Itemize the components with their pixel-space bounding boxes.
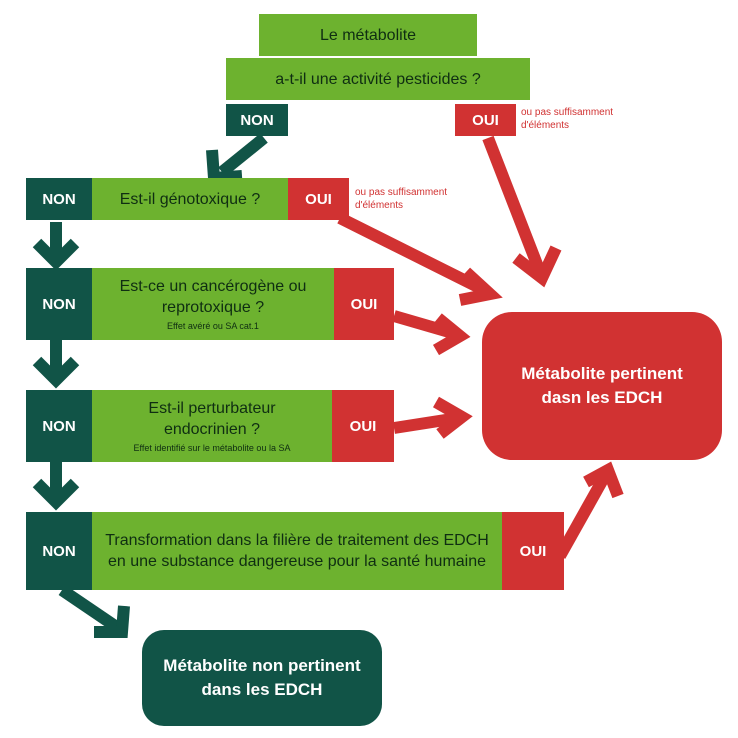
- non-arrow-2: [32, 340, 80, 389]
- non-arrow-final: [58, 585, 130, 638]
- metabolite-title-box: Le métabolite: [259, 14, 477, 56]
- step4-oui-box: OUI: [502, 512, 564, 590]
- top-oui-box: OUI: [455, 104, 516, 136]
- oui-arrow-1: [337, 212, 503, 306]
- result-non-pertinent: Métabolite non pertinent dans les EDCH: [142, 630, 382, 726]
- oui-arrow-top: [482, 135, 562, 288]
- step1-question-box: Est-il génotoxique ?: [92, 178, 288, 220]
- step2-note: Effet avéré ou SA cat.1: [167, 321, 259, 331]
- step4-question-box: Transformation dans la filière de traite…: [92, 512, 502, 590]
- top-non-box: NON: [226, 104, 288, 136]
- step3-note: Effet identifié sur le métabolite ou la …: [133, 443, 291, 453]
- step3-question-box: Est-il perturbateur endocrinien ? Effet …: [92, 390, 332, 462]
- pesticide-question-box: a-t-il une activité pesticides ?: [226, 58, 530, 100]
- step2-non-box: NON: [26, 268, 92, 340]
- step1-non-box: NON: [26, 178, 92, 220]
- step1-oui-caption: ou pas suffisamment d'éléments: [355, 187, 448, 211]
- step3-oui-box: OUI: [332, 390, 394, 462]
- step1-question: Est-il génotoxique ?: [119, 190, 261, 208]
- result-pertinent: Métabolite pertinent dasn les EDCH: [482, 312, 722, 460]
- step2-question-box: Est-ce un cancérogène ou reprotoxique ? …: [92, 268, 334, 340]
- top-oui-caption: ou pas suffisamment d'éléments: [521, 107, 614, 131]
- non-arrow-1: [32, 222, 80, 271]
- step1-oui-box: OUI: [288, 178, 349, 220]
- step3-question: Est-il perturbateur endocrinien ?: [148, 400, 276, 438]
- pesticide-question: a-t-il une activité pesticides ?: [275, 70, 481, 88]
- step2-oui-box: OUI: [334, 268, 394, 340]
- result-non-pertinent-label: Métabolite non pertinent dans les EDCH: [163, 656, 361, 699]
- step2-question: Est-ce un cancérogène ou reprotoxique ?: [119, 278, 307, 316]
- non-arrow-top: [206, 133, 268, 185]
- metabolite-title: Le métabolite: [319, 26, 417, 44]
- oui-arrow-final: [554, 461, 624, 559]
- result-pertinent-label: Métabolite pertinent dasn les EDCH: [521, 364, 683, 407]
- step4-question: Transformation dans la filière de traite…: [105, 532, 489, 570]
- oui-arrow-3: [393, 396, 473, 439]
- oui-arrow-2: [392, 310, 471, 356]
- step4-non-box: NON: [26, 512, 92, 590]
- non-arrow-3: [32, 462, 80, 511]
- step3-non-box: NON: [26, 390, 92, 462]
